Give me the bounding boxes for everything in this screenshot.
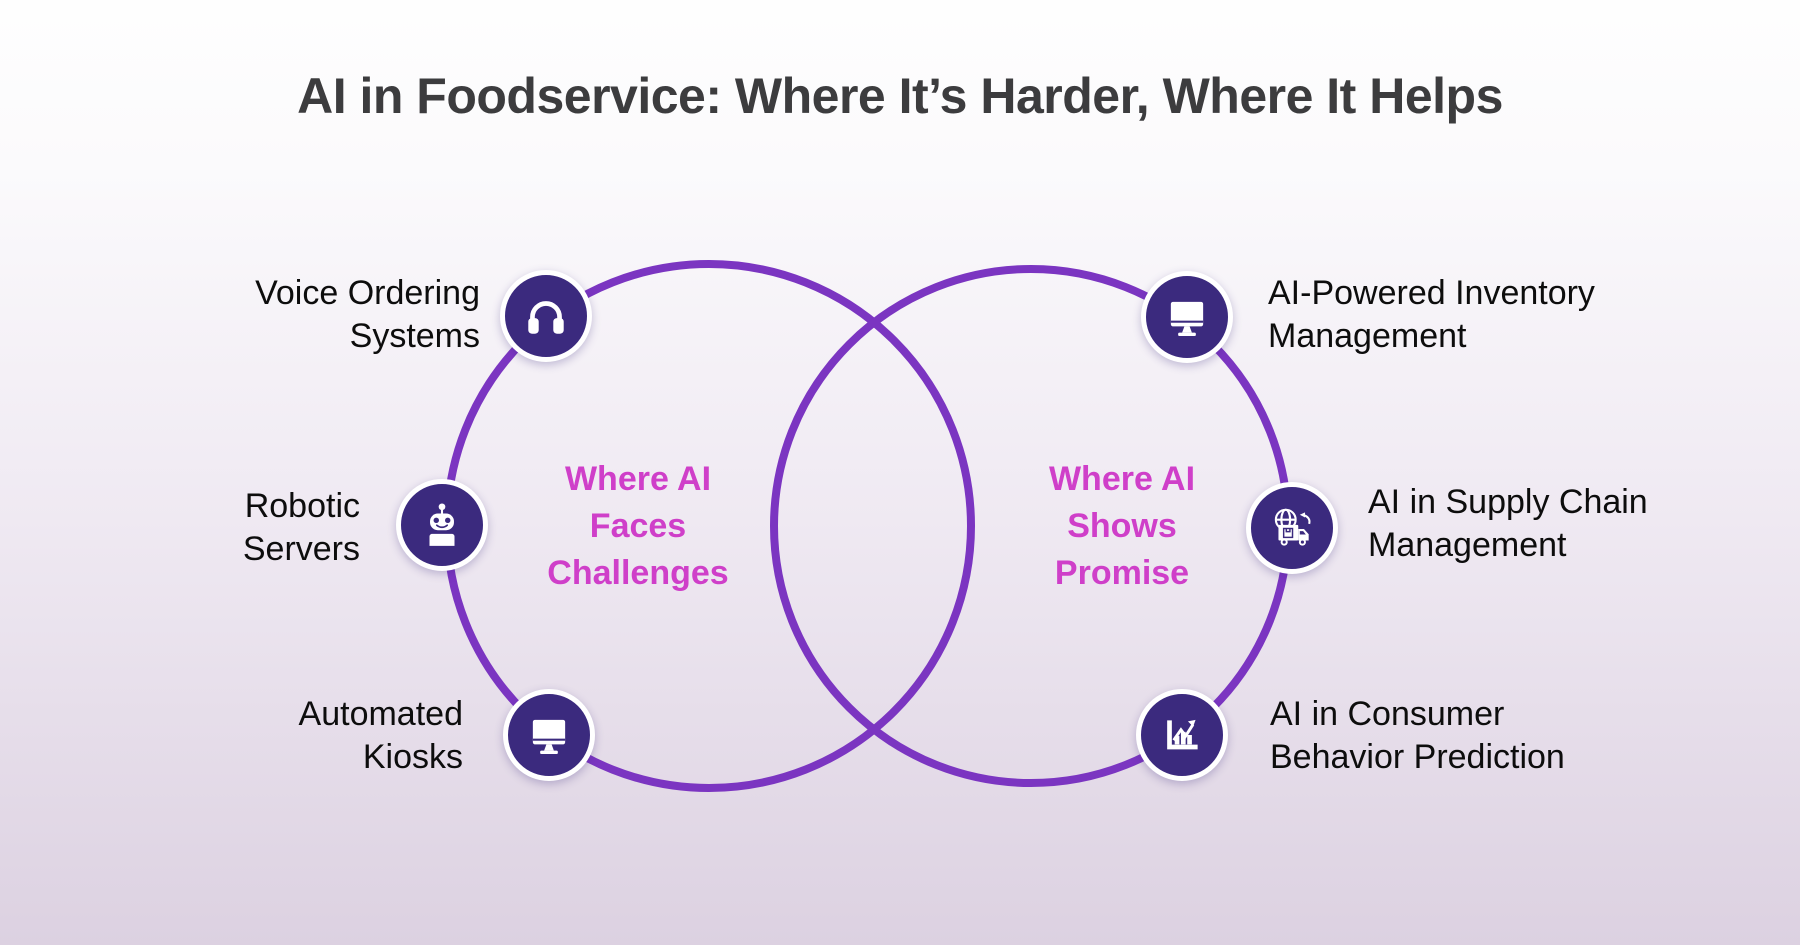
label-line: Management [1368, 526, 1567, 564]
growth-chart-icon [1157, 710, 1207, 760]
label-line: Management [1268, 317, 1467, 355]
consumer-behavior-badge [1136, 689, 1228, 781]
label-robotic-servers: Robotic Servers [243, 485, 360, 571]
automated-kiosks-badge [503, 689, 595, 781]
label-ai-in-supply-chain-management: AI in Supply Chain Management [1368, 481, 1648, 567]
label-line: Servers [242, 530, 360, 568]
heading-line: Shows [1067, 507, 1177, 545]
desktop-monitor-icon [524, 710, 574, 760]
page-title: AI in Foodservice: Where It’s Harder, Wh… [297, 68, 1503, 124]
supply-chain-badge [1246, 482, 1338, 574]
label-automated-kiosks: Automated Kiosks [299, 693, 463, 779]
label-ai-powered-inventory-management: AI-Powered Inventory Management [1268, 272, 1595, 358]
desktop-monitor-icon [1162, 292, 1212, 342]
label-line: AI in Supply Chain [1368, 483, 1648, 521]
label-line: Voice Ordering [255, 274, 480, 312]
robotic-servers-badge [396, 479, 488, 571]
label-line: Automated [298, 695, 463, 733]
label-line: AI in Consumer [1270, 695, 1505, 733]
label-voice-ordering-systems: Voice Ordering Systems [255, 272, 480, 358]
label-line: Kiosks [362, 738, 463, 776]
heading-line: Challenges [547, 554, 729, 592]
promise-heading: Where AI Shows Promise [962, 456, 1282, 597]
heading-line: Where AI [564, 460, 712, 498]
robot-icon [417, 500, 467, 550]
headphones-icon [521, 291, 571, 341]
label-line: Behavior Prediction [1270, 738, 1565, 776]
label-ai-in-consumer-behavior-prediction: AI in Consumer Behavior Prediction [1270, 693, 1565, 779]
heading-line: Faces [589, 507, 687, 545]
globe-truck-icon [1267, 503, 1317, 553]
label-line: AI-Powered Inventory [1268, 274, 1595, 312]
challenges-heading: Where AI Faces Challenges [478, 456, 798, 597]
heading-line: Promise [1054, 554, 1190, 592]
label-line: Systems [349, 317, 480, 355]
label-line: Robotic [244, 487, 360, 525]
voice-ordering-badge [500, 270, 592, 362]
heading-line: Where AI [1048, 460, 1196, 498]
inventory-management-badge [1141, 271, 1233, 363]
